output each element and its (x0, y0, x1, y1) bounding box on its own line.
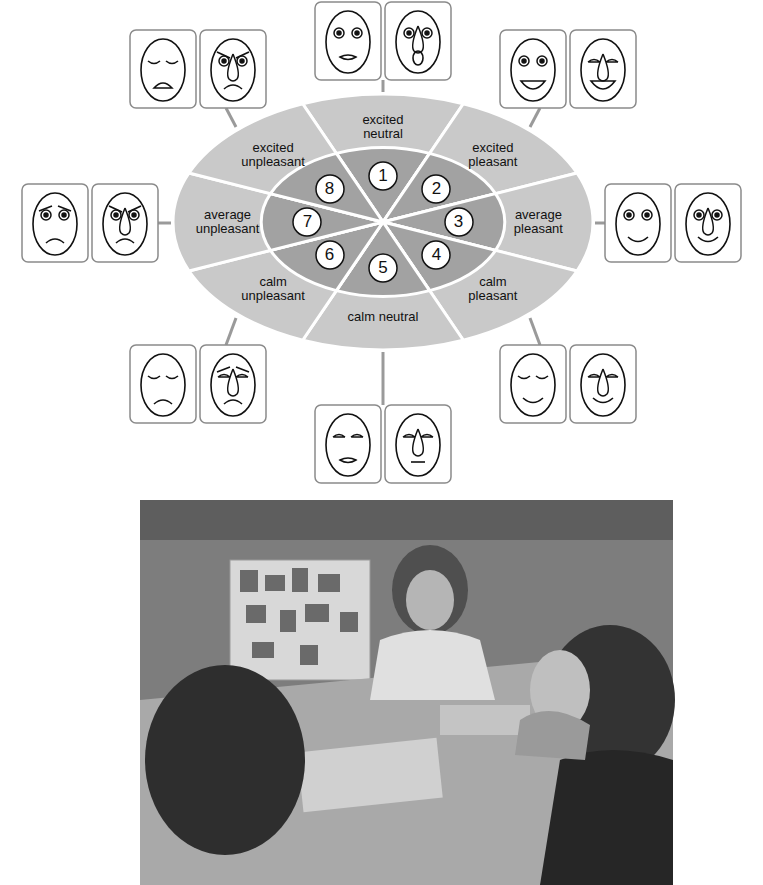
sector-label: excited neutral (346, 113, 420, 142)
face-pair (500, 30, 636, 108)
number-circle: 5 (368, 253, 398, 283)
callout-number: 2 (421, 174, 451, 199)
number-circle: 1 (368, 161, 398, 191)
number-circle: 2 (421, 174, 451, 204)
sector-label: calm pleasant (456, 275, 530, 304)
face-pair (315, 405, 451, 483)
number-circle: 6 (315, 240, 345, 270)
sector-label: calm unpleasant (236, 275, 310, 304)
face-pair (22, 184, 158, 262)
sector-label: calm neutral (346, 310, 420, 324)
sector-label: excited pleasant (456, 141, 530, 170)
callout-number: 3 (444, 207, 474, 232)
callout-number: 7 (292, 207, 322, 232)
number-circle: 4 (421, 240, 451, 270)
face-pair (315, 2, 451, 80)
number-circle: 3 (444, 207, 474, 237)
callout-number: 8 (315, 174, 345, 199)
number-circle: 8 (315, 174, 345, 204)
callout-number: 6 (315, 240, 345, 265)
photograph (140, 500, 675, 885)
face-pair (130, 345, 266, 423)
callout-number: 4 (421, 240, 451, 265)
number-circle: 7 (292, 207, 322, 237)
callout-number: 1 (368, 161, 398, 186)
sector-label: average pleasant (501, 208, 575, 237)
face-pair (605, 184, 741, 262)
face-pair (130, 30, 266, 108)
sector-label: average unpleasant (191, 208, 265, 237)
callout-number: 5 (368, 253, 398, 278)
sector-label: excited unpleasant (236, 141, 310, 170)
face-pair (500, 345, 636, 423)
